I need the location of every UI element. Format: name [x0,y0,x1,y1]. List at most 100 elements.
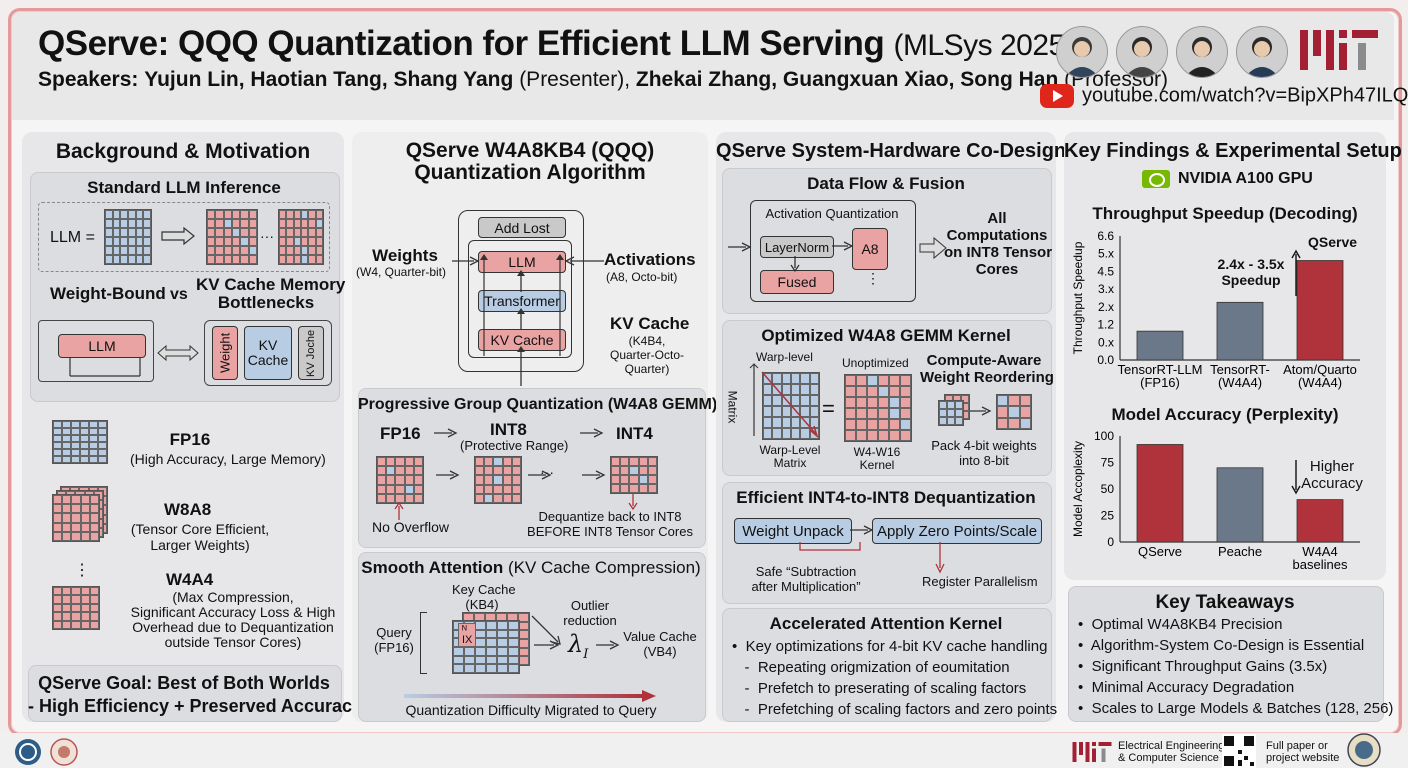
outlier-line1: Outlier [570,598,610,613]
grid-cell [484,475,494,485]
bullet-item: • Significant Throughput Gains (3.5x) [1078,658,1328,675]
grid-cell [127,246,136,255]
grid-cell [89,620,99,629]
grid-cell [80,504,90,514]
grid-cell [845,419,856,430]
arrow-down-icon [790,256,800,273]
bullet-item: - Repeating origmization of eoumitation [732,659,1010,676]
grid-cell [112,219,121,228]
pgq-int4: INT4 [616,424,653,443]
grid-cell [315,255,323,264]
grid-cell [486,655,497,665]
warp-matrix-line1: Warp-Level [759,443,821,457]
llm-weight-grid [206,209,258,265]
grid-cell [143,228,151,237]
lambda-symbol: λ [568,630,584,658]
w8a8-desc-2: Larger Weights) [150,537,250,553]
grid-cell [900,430,911,441]
grid-cell [878,419,889,430]
grid-cell [404,475,414,485]
kv-cache-block: KV Cache [478,329,566,351]
bullet-item: • Algorithm-System Co-Design is Essentia… [1078,637,1365,654]
grid-cell [493,466,503,476]
grid-cell [80,522,90,532]
grid-cell [856,430,867,441]
bar [1216,301,1264,361]
arrow-left-icon [564,256,604,266]
unoptimized-grid [844,374,912,442]
grid-cell [127,210,136,219]
grid-cell [80,587,90,596]
grid-cell [947,417,955,425]
vertical-dots: ⋮ [74,562,90,579]
grid-cell [143,210,151,219]
grid-cell [484,493,494,503]
grid-cell [781,406,791,417]
grid-cell [215,237,224,246]
bullet-item: • Optimal W4A8KB4 Precision [1078,616,1283,633]
grid-cell [71,587,81,596]
grid-cell [89,587,99,596]
grid-cell [638,466,648,475]
grid-cell [647,457,657,466]
grid-cell [1008,395,1020,407]
grid-cell [790,406,801,417]
bullet-item: - Prefetching of scaling factors and zer… [732,701,1058,718]
grid-cell [223,228,232,237]
grid-cell [511,493,521,503]
grid-cell [502,466,512,476]
kv-bottleneck-line1: KV Cache Memory [196,275,346,294]
packed-grid [996,394,1032,430]
value-cache-line2: (VB4) [643,644,677,659]
grid-cell [809,395,819,406]
grid-cell [315,210,323,219]
grid-cell [845,375,856,386]
grid-cell [53,522,63,532]
grid-cell [497,638,508,647]
grid-cell [763,406,773,417]
arrow-up-icon [394,501,404,520]
grid-cell [497,664,508,673]
grid-cell [845,397,856,408]
grid-cell [62,435,71,442]
grid-cell [215,255,224,264]
grid-cell [105,210,113,219]
key-cache-line2: (KB4) [465,597,499,612]
pack-line2: into 8-bit [959,453,1009,468]
grid-cell [248,237,257,246]
youtube-link[interactable]: youtube.com/watch?v=BipXPh47ILQ [1040,84,1408,108]
grid-cell [475,457,485,467]
speakers-names-a: Yujun Lin, Haotian Tang, Shang Yang [144,68,514,91]
grid-cell [453,664,464,673]
grid-cell [62,612,72,621]
llm-box: LLM [58,334,146,358]
grid-cell [80,428,89,435]
grid-cell [231,246,241,255]
pgq-int4-grid [610,456,658,494]
qr-code-icon[interactable] [1222,734,1256,768]
grid-cell [279,255,287,264]
x-tick-label: (FP16) [1140,375,1180,390]
y-tick-label: 5.x [1098,247,1114,261]
grid-cell [395,475,405,485]
grid-cell [763,395,773,406]
grid-cell [231,228,241,237]
grid-cell [790,428,801,439]
goal-line2: - High Efficiency + Preserved Accuracy [28,696,362,716]
grid-cell [800,373,810,384]
grid-cell [475,629,486,639]
grid-cell [207,255,216,264]
grid-cell [286,219,294,228]
grid-cell [71,504,81,514]
kvc-sub-2: Quarter-Octo- [609,348,684,362]
nvidia-logo-icon [1142,170,1170,188]
grid-cell [223,237,232,246]
grid-cell [240,210,249,219]
grid-cell [1019,395,1031,407]
speakers-role-a: (Presenter), [519,68,631,91]
attention-panel [722,608,1052,722]
footer [0,733,1408,768]
grid-cell [293,246,301,255]
grid-cell [71,428,80,435]
grid-cell [900,397,911,408]
